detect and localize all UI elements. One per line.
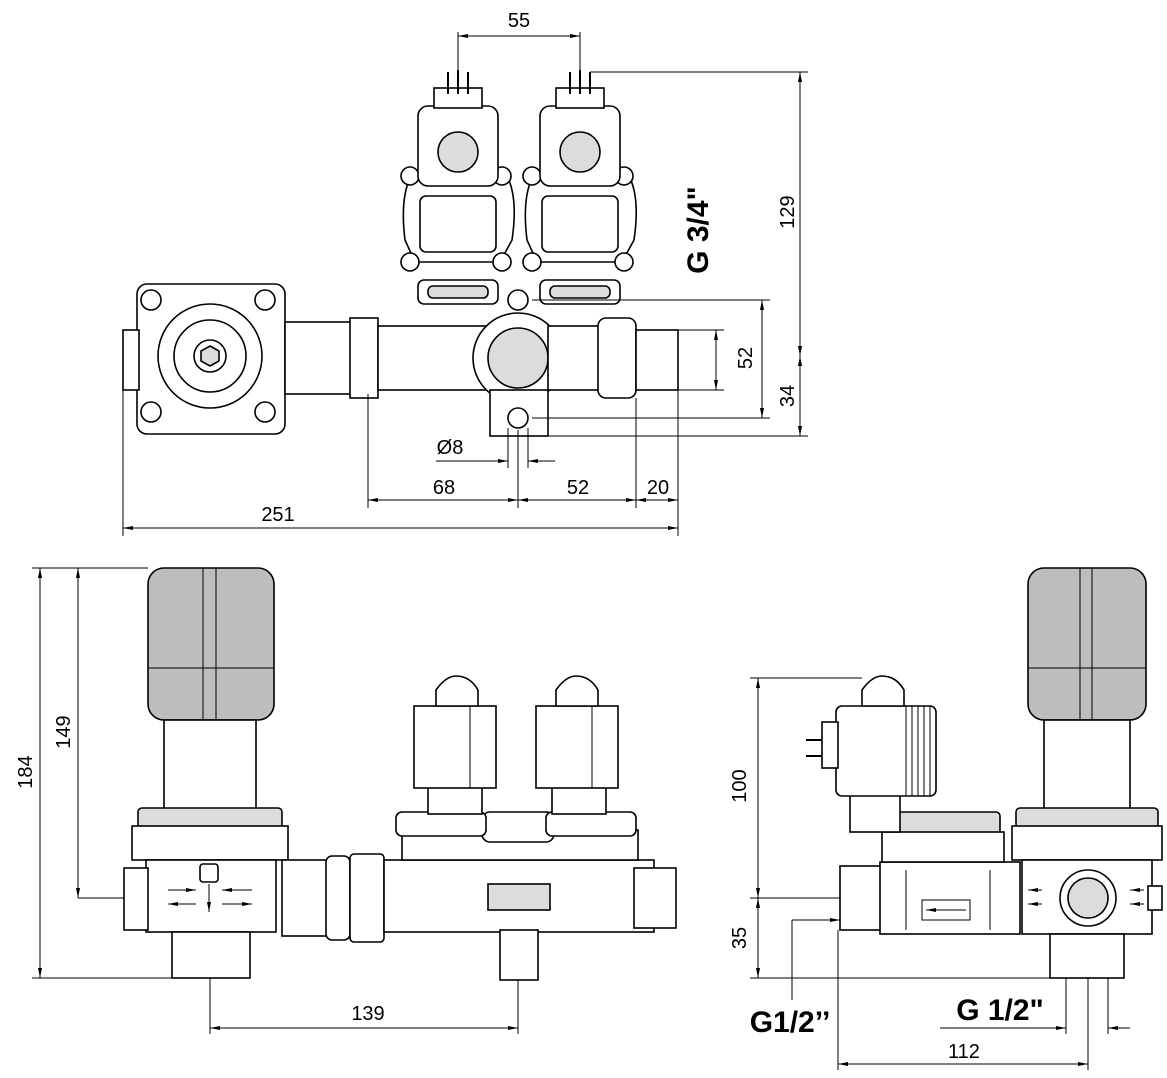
top-solenoid-left — [400, 70, 516, 305]
info-icon — [199, 863, 219, 883]
front-valve-bonnet — [137, 807, 283, 829]
top-union-nut — [349, 317, 379, 399]
front-valve-flange — [131, 825, 289, 861]
side-solenoid — [806, 675, 937, 833]
side-manifold — [879, 861, 1021, 935]
dim-251: 251 — [261, 504, 294, 526]
top-manifold-left — [377, 325, 489, 391]
dim-149: 149 — [53, 715, 75, 748]
top-solenoid-right — [522, 70, 638, 305]
side-valve-stem — [1043, 719, 1131, 813]
hex-nut-icon — [200, 345, 220, 367]
top-valve-left-stub — [122, 329, 140, 391]
side-valve-bottom-port — [1049, 933, 1125, 979]
front-outlet — [633, 867, 677, 929]
thread-g12-right: G 1/2" — [956, 994, 1044, 1027]
front-view: 184 149 139 — [15, 567, 677, 1034]
dim-34: 34 — [777, 385, 799, 407]
side-inlet — [839, 865, 883, 931]
dim-100: 100 — [729, 769, 751, 802]
front-valve-bottom-port — [171, 931, 251, 979]
dim-35: 35 — [729, 927, 751, 949]
mounting-hole-icon — [507, 289, 529, 311]
bolt-icon — [254, 401, 276, 423]
thread-g34: G 3/4" — [682, 186, 715, 274]
dim-52-horizontal: 52 — [567, 477, 589, 499]
dim-139: 139 — [351, 1003, 384, 1025]
dim-184: 184 — [15, 755, 37, 788]
side-view: 100 35 G1/2’’ G 1/2" 112 — [729, 567, 1163, 1070]
front-manifold-center-dome — [481, 811, 555, 843]
side-dimension-lines — [750, 677, 1130, 1070]
front-solenoid-left — [395, 675, 497, 837]
dim-68: 68 — [433, 477, 455, 499]
bolt-icon — [140, 401, 162, 423]
top-manifold-center-cap — [487, 327, 549, 389]
top-right-outlet — [635, 329, 679, 391]
top-pipe-left — [284, 321, 356, 395]
front-union-nut — [349, 853, 385, 943]
front-solenoid-right — [535, 675, 637, 837]
bolt-icon — [254, 289, 276, 311]
dim-55: 55 — [508, 10, 530, 32]
front-pipe — [281, 859, 331, 937]
top-manifold-right — [547, 325, 604, 391]
thread-g12-left: G1/2’’ — [750, 1006, 831, 1039]
dim-52-vertical: 52 — [735, 347, 757, 369]
dim-129: 129 — [777, 195, 799, 228]
front-manifold-center-block — [487, 883, 551, 911]
top-view: 55 129 G 3/4" 52 34 Ø8 68 52 20 251 — [122, 10, 808, 536]
side-valve-handle — [1027, 567, 1147, 721]
front-valve-stem — [163, 719, 257, 813]
top-right-nut — [597, 317, 637, 399]
mounting-hole-icon — [507, 407, 529, 429]
front-valve-inlet — [123, 867, 149, 931]
top-dimension-lines — [122, 32, 808, 536]
dim-112: 112 — [948, 1041, 980, 1063]
front-dimension-lines — [32, 567, 519, 1034]
bolt-icon — [140, 289, 162, 311]
dim-20: 20 — [647, 477, 669, 499]
front-bottom-nut — [499, 929, 539, 981]
front-valve-handle — [147, 567, 275, 721]
dim-dia8: Ø8 — [437, 437, 464, 459]
